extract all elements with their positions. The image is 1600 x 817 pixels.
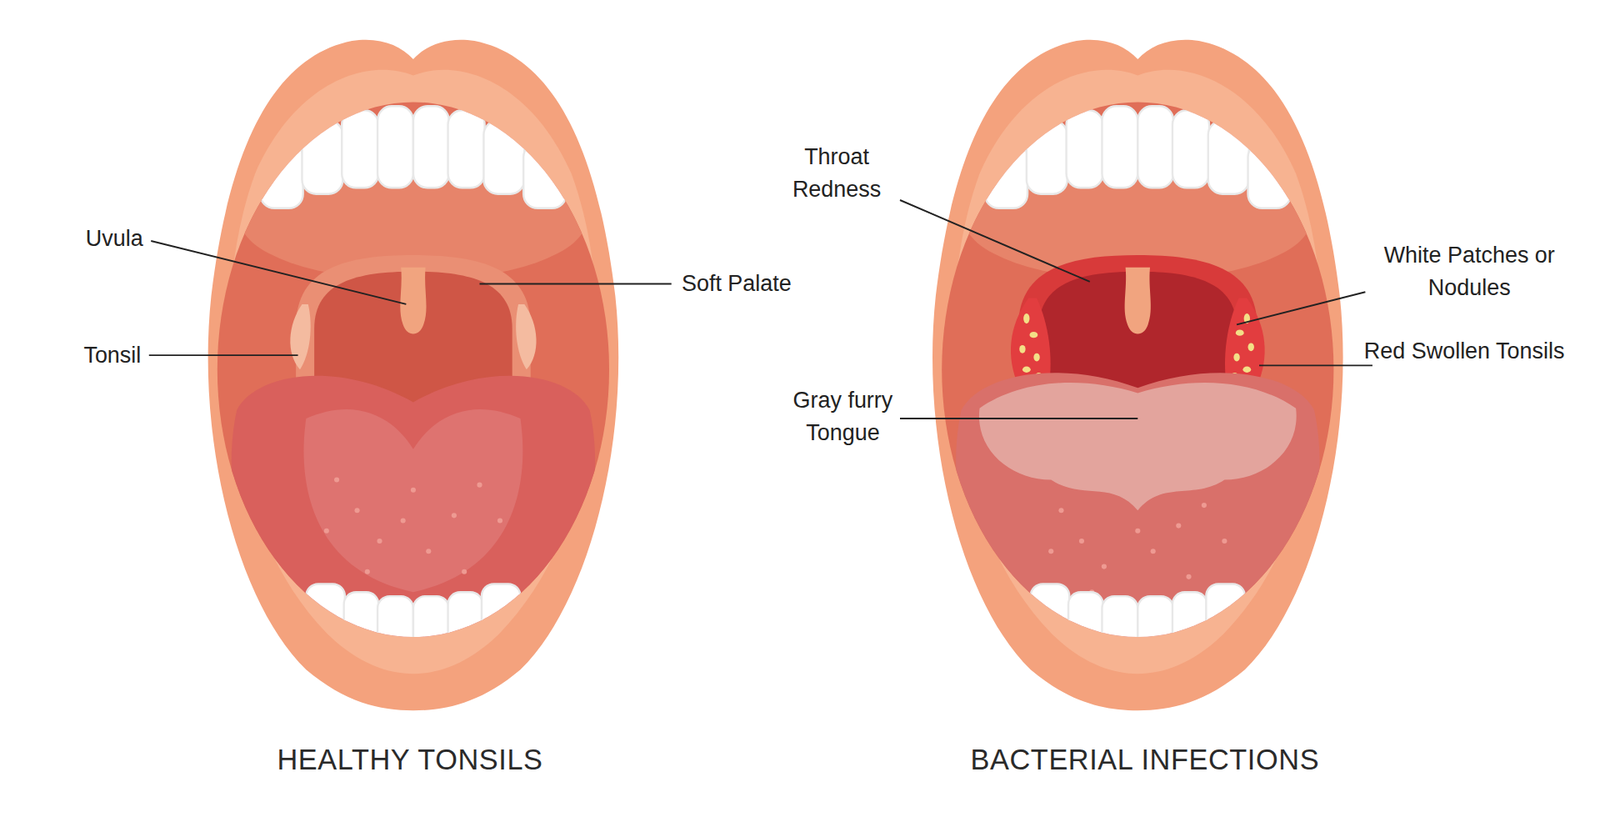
figure-caption: BACTERIAL INFECTIONS — [970, 742, 1320, 778]
figure-caption: HEALTHY TONSILS — [276, 742, 543, 778]
symptom-label: Gray furry Tongue — [760, 383, 925, 449]
symptom-label: Throat Redness — [775, 140, 899, 206]
symptom-label: Red Swollen Tonsils — [1362, 335, 1567, 368]
infected-mouth — [932, 40, 1344, 711]
symptom-label: White Patches or Nodules — [1346, 239, 1592, 305]
healthy-mouth — [208, 40, 620, 711]
part-label: Tonsil — [83, 339, 141, 372]
part-label: Soft Palate — [681, 267, 792, 300]
part-label: Uvula — [85, 222, 144, 255]
leader-lines — [149, 200, 1373, 419]
